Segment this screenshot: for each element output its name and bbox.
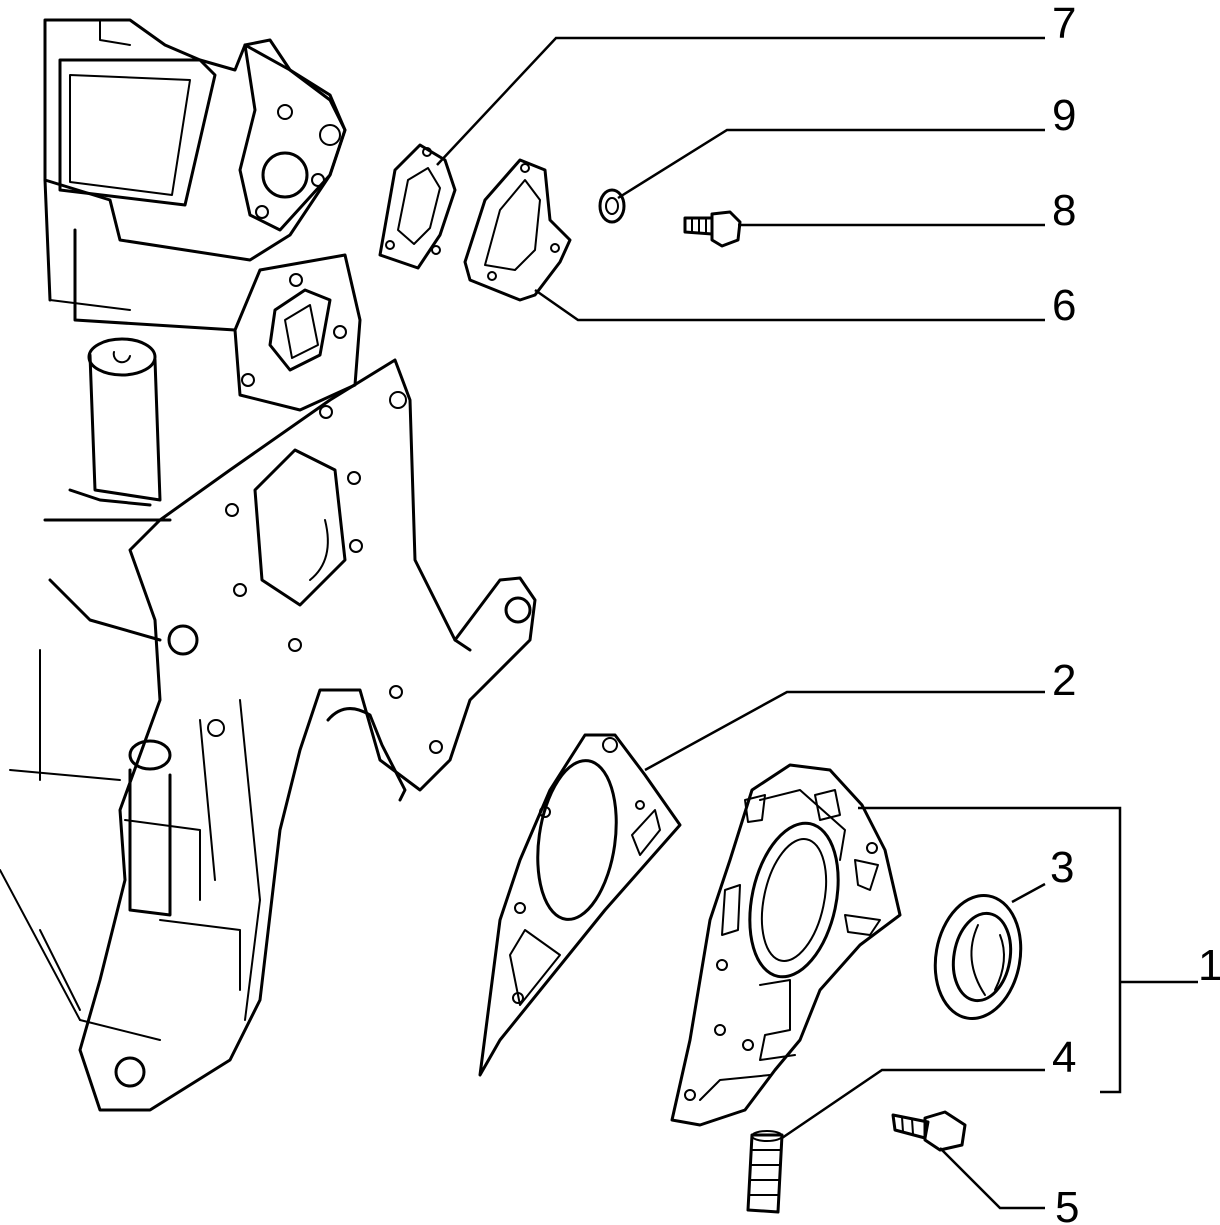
callout-9: 9: [1052, 91, 1076, 140]
part-7-gasket: [378, 143, 457, 270]
callout-2: 2: [1052, 656, 1076, 705]
part-3-oil-seal: [933, 894, 1023, 1020]
part-9-washer: [598, 188, 626, 224]
callout-8: 8: [1052, 186, 1076, 235]
part-5-bolt: [891, 1110, 967, 1152]
part-8-bolt: [683, 210, 742, 248]
part-2-gasket: [478, 733, 682, 1077]
callout-4: 4: [1052, 1033, 1076, 1082]
leader-6: [534, 288, 1045, 322]
callout-3: 3: [1050, 843, 1074, 892]
leader-7: [436, 36, 1045, 166]
leader-3: [1011, 882, 1046, 904]
leader-1-bracket: [858, 806, 1122, 1094]
callout-7: 7: [1052, 0, 1076, 48]
callout-5: 5: [1055, 1183, 1079, 1225]
part-4-stud: [746, 1130, 784, 1214]
callout-labels: 7 9 8 6 2 3 1 4 5: [1050, 0, 1220, 1225]
part-1-housing: [670, 763, 902, 1127]
leader-4: [781, 1068, 1045, 1140]
engine-block: [0, 18, 537, 1112]
callout-6: 6: [1052, 281, 1076, 330]
leader-lines: [436, 36, 1198, 1210]
leader-5: [939, 1147, 1045, 1210]
part-6-cover: [463, 158, 572, 302]
leader-9: [617, 128, 1045, 200]
leader-2: [644, 690, 1045, 772]
callout-1: 1: [1198, 941, 1220, 990]
